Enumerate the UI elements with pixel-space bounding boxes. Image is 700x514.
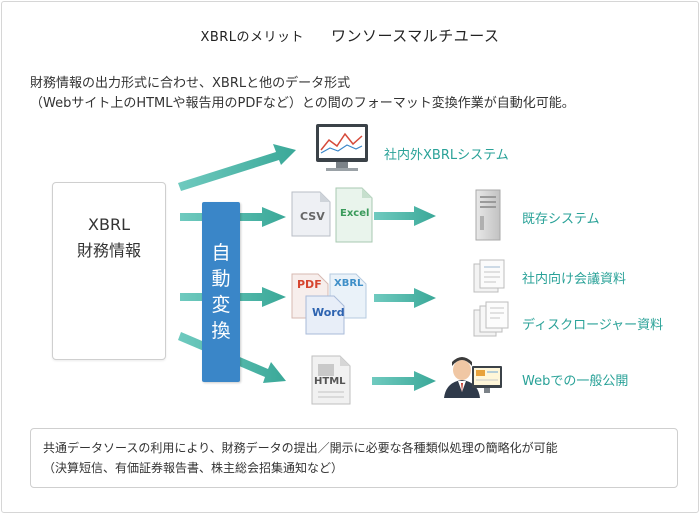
auto-char-4: 換 — [211, 320, 231, 342]
meeting-document-icon — [473, 259, 505, 293]
page-title: XBRLのメリット ワンソースマルチユース — [0, 25, 700, 46]
label-web-publication: Webでの一般公開 — [522, 374, 629, 389]
word-label: Word — [312, 306, 345, 319]
intro-line-1: 財務情報の出力形式に合わせ、XBRLと他のデータ形式 — [30, 76, 351, 91]
xbrl-source-box: XBRL 財務情報 — [52, 182, 166, 360]
html-label: HTML — [314, 376, 346, 387]
label-meeting-docs: 社内向け会議資料 — [522, 272, 627, 287]
footer-note: 共通データソースの利用により、財務データの提出／開示に必要な各種類似処理の簡略化… — [30, 428, 678, 488]
xbrl-doc-label: XBRL — [334, 278, 364, 289]
word-document-icon — [305, 295, 345, 335]
source-label-financial: 財務情報 — [76, 241, 141, 260]
source-label-xbrl: XBRL — [88, 215, 130, 234]
html-document-icon — [311, 355, 351, 405]
disclosure-document-icon — [473, 301, 509, 337]
person-web-icon — [444, 357, 502, 398]
server-icon — [475, 189, 501, 241]
auto-char-2: 動 — [211, 268, 231, 290]
excel-label: Excel — [340, 208, 370, 219]
title-main: ワンソースマルチユース — [331, 27, 500, 45]
monitor-chart-icon — [316, 124, 368, 171]
auto-char-1: 自 — [211, 242, 231, 264]
csv-document-icon — [291, 191, 331, 237]
title-subtitle: XBRLのメリット — [200, 30, 305, 45]
intro-text: 財務情報の出力形式に合わせ、XBRLと他のデータ形式 （Webサイト上のHTML… — [30, 74, 670, 114]
intro-line-2: （Webサイト上のHTMLや報告用のPDFなど）との間のフォーマット変換作業が自… — [30, 96, 575, 111]
label-existing-system: 既存システム — [522, 212, 600, 227]
csv-label: CSV — [300, 210, 325, 223]
auto-conversion-box: 自 動 変 換 — [202, 202, 240, 382]
footer-line-1: 共通データソースの利用により、財務データの提出／開示に必要な各種類似処理の簡略化… — [43, 441, 558, 455]
pdf-label: PDF — [297, 278, 322, 291]
arrow-to-internal-xbrl — [178, 144, 296, 191]
arrow-csv-to-existing — [374, 206, 436, 226]
label-internal-xbrl: 社内外XBRLシステム — [384, 148, 509, 163]
footer-line-2: （決算短信、有価証券報告書、株主総会招集通知など） — [43, 461, 344, 475]
arrow-pdf-to-documents — [374, 288, 436, 308]
label-disclosure-docs: ディスクロージャー資料 — [522, 318, 664, 333]
excel-document-icon — [335, 187, 373, 243]
arrow-html-to-web — [372, 371, 436, 391]
auto-char-3: 変 — [211, 294, 231, 316]
